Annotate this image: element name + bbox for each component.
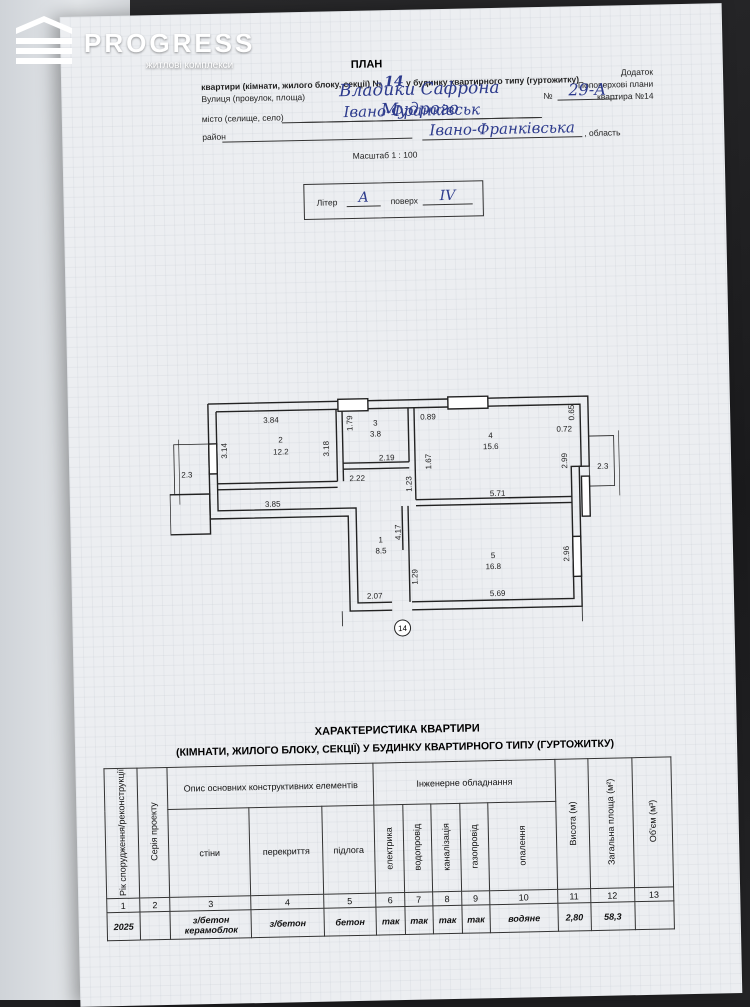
appendix-label: Додаток [620,66,654,78]
dim-2: 3.14 [220,442,229,458]
progress-logo-icon [16,16,72,64]
room-3-no: 3 [373,418,378,427]
axis-marker: 14 [398,624,408,633]
region-label: , область [584,127,621,139]
room-4-no: 4 [488,431,493,440]
litera-box: Літер А поверх IV [303,180,484,220]
th-ceiling: перекриття [249,806,324,896]
dim-11: 2.99 [560,452,569,468]
col-num: 11 [557,888,591,904]
th-floor: підлога [321,805,376,895]
brand-tagline: житлові комплекси [146,60,234,71]
district-label: район [202,131,226,143]
col-num: 8 [432,891,462,907]
cell-series [139,911,172,941]
brand-name: PROGRESS [84,27,256,58]
room-1-no: 1 [378,535,383,544]
dim-21: 2.3 [597,462,609,471]
th-walls: стіни [168,808,252,898]
th-sewer: каналізація [430,803,462,893]
dim-12: 0.65 [567,404,576,420]
th-heat: опалення [487,801,558,891]
district-line [222,137,413,143]
th-year: Рік спорудження/реконструкції [103,768,140,899]
region-value: Івано-Франківська [421,118,583,141]
dim-19: 5.69 [490,589,506,598]
cell-water: так [404,906,434,935]
th-series: Серія проекту [136,767,171,899]
col-num: 7 [404,892,434,907]
room-5-no: 5 [491,551,496,560]
th-construction: Опис основних конструктивних елементів [167,763,375,810]
th-engineering: Інженерне обладнання [373,759,556,806]
dim-4: 3.85 [265,500,281,509]
litera-value: А [346,189,381,208]
cell-elec: так [376,906,406,936]
col-num: 2 [139,897,171,913]
scale-label: Масштаб 1 : 100 [352,149,418,161]
cell-gas: так [461,904,491,934]
room-2-no: 2 [278,435,283,444]
progress-logo: PROGRESS [14,14,255,72]
litera-label: Літер [316,197,338,208]
house-no-label: № [543,90,553,101]
room-1-area: 8.5 [375,546,387,555]
document-sheet: Додаток Поповерхові плани квартира №14 П… [59,3,743,1007]
dim-14: 5.71 [490,489,506,498]
dim-16: 1.29 [410,569,419,585]
dim-10: 1.67 [424,453,433,469]
table-title-1: ХАРАКТЕРИСТИКА КВАРТИРИ [314,722,480,738]
cell-sewer: так [433,905,463,935]
th-gas: газопровід [459,803,490,892]
dim-9: 0.89 [420,412,436,421]
th-water: водопровід [402,804,433,893]
room-3-area: 3.8 [370,429,382,438]
cell-area: 58,3 [590,901,635,931]
city-label: місто (селище, село) [201,112,284,125]
cell-height: 2,80 [557,902,592,932]
cell-heat: водяне [489,903,559,933]
cell-volume [634,901,675,930]
col-num: 13 [634,887,674,902]
floor-plan: 14 2 12.2 3 3.8 4 15.6 1 8.5 5 16.8 3.84… [169,395,621,637]
dim-1: 3.84 [263,416,279,425]
room-5-area: 16.8 [485,562,501,571]
th-area: Загальна площа (м²) [587,757,635,889]
house-no-value: 29-А [557,79,618,101]
floor-value: IV [422,187,473,206]
th-elec: електрика [374,804,405,894]
plan-title: ПЛАН [350,58,383,71]
col-num: 5 [323,893,377,909]
dim-17: 2.96 [562,545,571,561]
col-num: 6 [375,892,405,908]
street-label: Вулиця (провулок, площа) [201,91,306,105]
cell-floor: бетон [323,907,377,937]
cell-ceiling: з/бетон [251,908,325,938]
dim-18: 2.07 [367,591,383,600]
col-num: 10 [489,889,558,905]
room-4-area: 15.6 [483,442,499,451]
cell-walls: з/бетон керамоблок [170,909,253,940]
dim-15: 4.17 [393,524,402,540]
col-num: 1 [106,898,140,913]
col-num: 12 [590,887,635,903]
room-2-area: 12.2 [273,447,289,456]
dim-5: 1.79 [345,415,354,431]
th-volume: Об'єм (м³) [631,756,674,888]
dim-13: 0.72 [556,424,572,433]
dim-6: 2.19 [379,453,395,462]
th-height: Висота (м) [554,758,591,890]
dim-3: 3.18 [322,440,331,456]
dim-20: 2.3 [181,470,193,479]
table-title-2: (КІМНАТИ, ЖИЛОГО БЛОКУ, СЕКЦІЇ) У БУДИНК… [175,737,615,759]
col-num: 4 [251,894,324,910]
dim-7: 2.22 [349,474,365,483]
cell-year: 2025 [106,912,141,941]
floor-label: поверх [390,195,419,207]
col-num: 9 [461,890,490,906]
dim-8: 1.23 [404,476,413,492]
characteristics-table: Рік спорудження/реконструкції Серія прое… [103,756,675,941]
